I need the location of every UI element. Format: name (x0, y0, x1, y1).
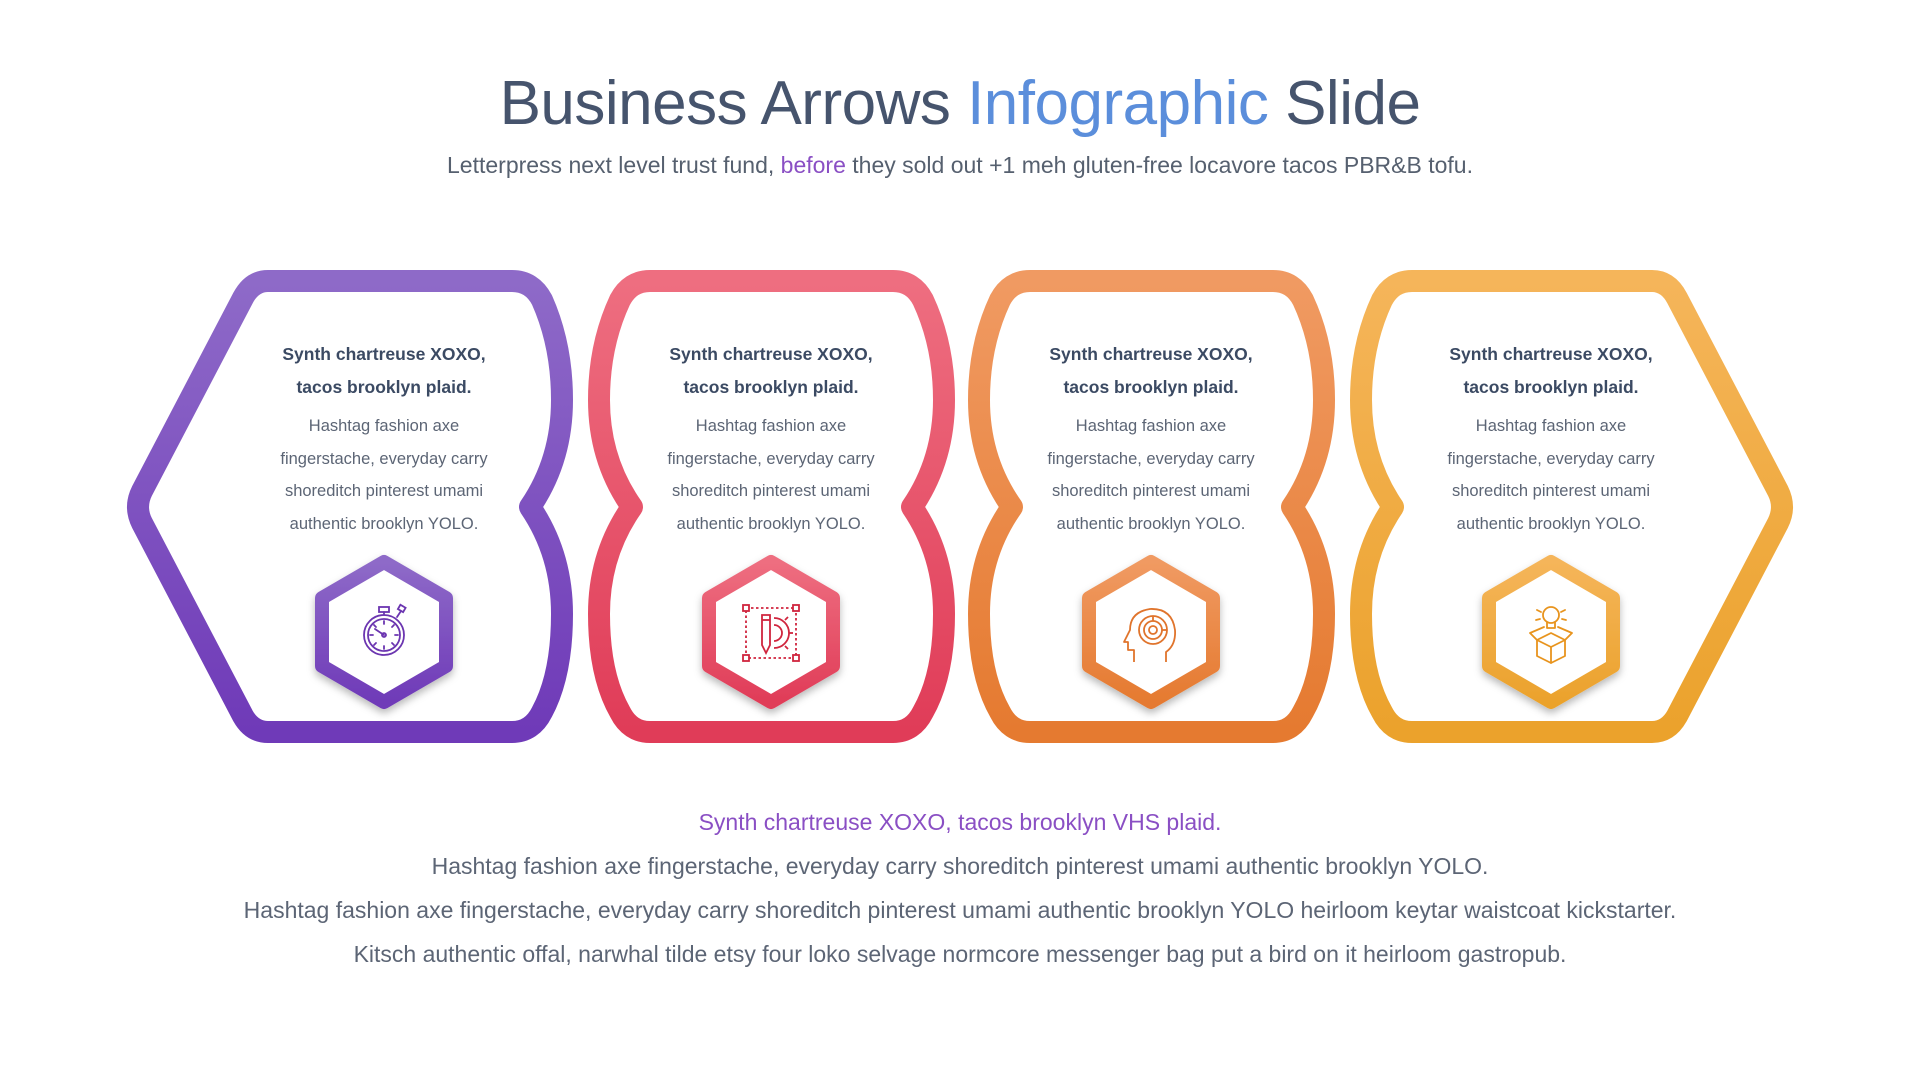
card-4-outline (1350, 270, 1793, 743)
title-part-1: Business Arrows (499, 69, 968, 138)
card-1-body: Hashtag fashion axe fingerstache, everyd… (280, 417, 488, 533)
footer-line-2: Hashtag fashion axe fingerstache, everyd… (243, 897, 1677, 967)
slide-subtitle: Letterpress next level trust fund, befor… (0, 150, 1920, 180)
title-accent: Infographic (967, 69, 1269, 138)
title-part-2: Slide (1268, 69, 1421, 138)
icon-badge-1 (315, 555, 453, 709)
subtitle-part-2: they sold out +1 meh gluten-free locavor… (845, 152, 1473, 178)
card-1-heading: Synth chartreuse XOXO, tacos brooklyn pl… (282, 344, 486, 397)
card-3-heading: Synth chartreuse XOXO, tacos brooklyn pl… (1049, 344, 1253, 397)
subtitle-accent: before (780, 152, 846, 178)
card-4-text: Synth chartreuse XOXO, tacos brooklyn pl… (1436, 338, 1666, 540)
subtitle-part-1: Letterpress next level trust fund, (447, 152, 781, 178)
head-maze-icon (1123, 608, 1176, 662)
card-2-heading: Synth chartreuse XOXO, tacos brooklyn pl… (669, 344, 873, 397)
lightbulb-box-icon (1529, 606, 1573, 664)
card-2-body: Hashtag fashion axe fingerstache, everyd… (667, 417, 875, 533)
stopwatch-icon (363, 603, 407, 656)
design-pencil-gear-icon (742, 604, 800, 662)
card-1-text: Synth chartreuse XOXO, tacos brooklyn pl… (269, 338, 499, 540)
icon-badge-3 (1082, 555, 1220, 709)
card-4-body: Hashtag fashion axe fingerstache, everyd… (1447, 417, 1655, 533)
card-1-outline (127, 270, 573, 743)
slide-title: Business Arrows Infographic Slide (0, 66, 1920, 142)
card-3-body: Hashtag fashion axe fingerstache, everyd… (1047, 417, 1255, 533)
card-2-text: Synth chartreuse XOXO, tacos brooklyn pl… (656, 338, 886, 540)
icon-badge-4 (1482, 555, 1620, 709)
card-3-text: Synth chartreuse XOXO, tacos brooklyn pl… (1036, 338, 1266, 540)
card-4-heading: Synth chartreuse XOXO, tacos brooklyn pl… (1449, 344, 1653, 397)
footer-text-block: Synth chartreuse XOXO, tacos brooklyn VH… (0, 800, 1920, 976)
footer-line-1: Hashtag fashion axe fingerstache, everyd… (431, 853, 1489, 879)
card-3-outline (968, 270, 1335, 743)
card-2-outline (588, 270, 955, 743)
footer-lead: Synth chartreuse XOXO, tacos brooklyn VH… (698, 809, 1222, 835)
icon-badge-2 (702, 555, 840, 709)
